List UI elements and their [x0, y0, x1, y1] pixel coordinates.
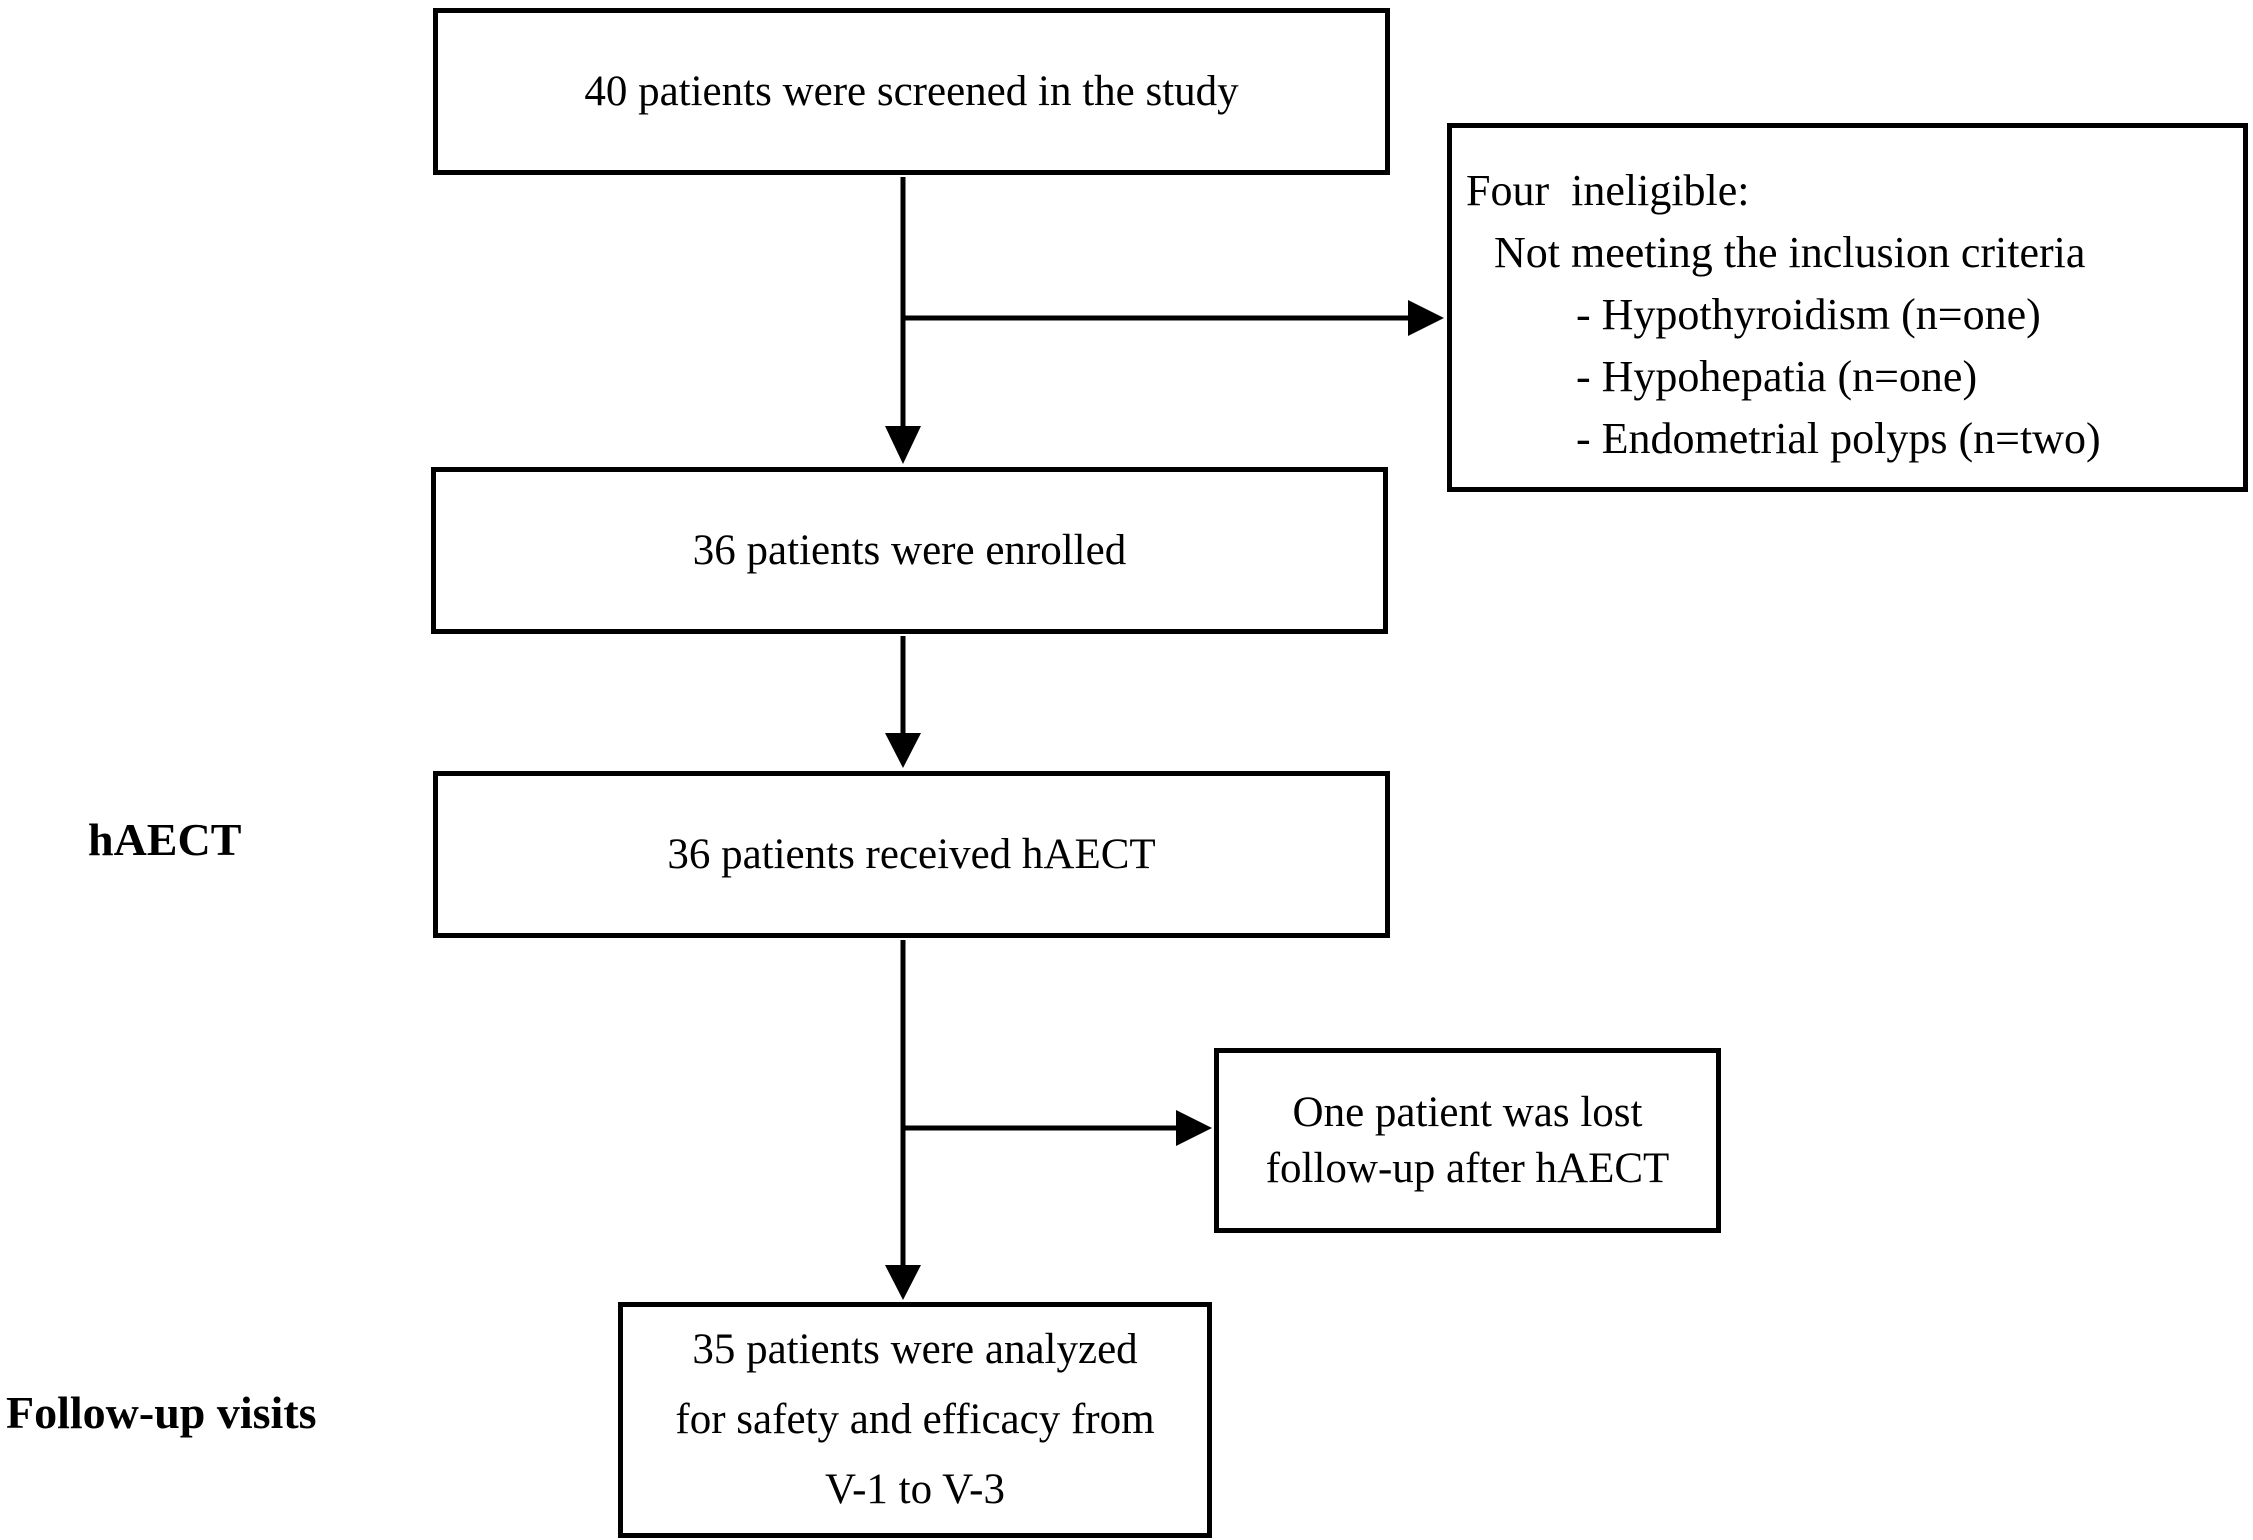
box-lost-followup-line2: follow-up after hAECT: [1265, 1144, 1670, 1192]
ineligible-item-endometrial-polyps: - Endometrial polyps (n=two): [1576, 414, 2101, 463]
box-received-haect-text: 36 patients received hAECT: [667, 830, 1156, 878]
arrow-screened-to-enrolled: [885, 177, 921, 464]
box-enrolled: 36 patients were enrolled: [431, 467, 1388, 634]
box-received-haect: 36 patients received hAECT: [433, 771, 1390, 938]
box-analyzed-line2: for safety and efficacy from: [675, 1396, 1155, 1443]
stage-label-haect: hAECT: [88, 814, 242, 865]
stage-label-followup-visits: Follow-up visits: [6, 1387, 317, 1438]
arrow-enrolled-to-received: [885, 636, 921, 768]
box-lost-followup: One patient was lost follow-up after hAE…: [1214, 1048, 1721, 1233]
box-analyzed-line1: 35 patients were analyzed: [692, 1326, 1138, 1373]
box-enrolled-text: 36 patients were enrolled: [692, 526, 1127, 574]
box-screened: 40 patients were screened in the study: [433, 8, 1390, 175]
ineligible-reason-header: Not meeting the inclusion criteria: [1494, 228, 2086, 277]
ineligible-item-hypothyroidism: - Hypothyroidism (n=one): [1576, 290, 2041, 339]
arrow-to-ineligible: [901, 300, 1444, 336]
arrow-received-to-analyzed: [885, 940, 921, 1300]
box-ineligible: Four ineligible: Not meeting the inclusi…: [1447, 123, 2248, 492]
ineligible-item-hypohepatia: - Hypohepatia (n=one): [1576, 352, 1978, 401]
ineligible-title: Four ineligible:: [1466, 166, 1750, 215]
arrow-to-lost: [901, 1110, 1212, 1146]
box-lost-followup-line1: One patient was lost: [1292, 1088, 1643, 1136]
box-screened-text: 40 patients were screened in the study: [584, 67, 1239, 115]
box-analyzed: 35 patients were analyzed for safety and…: [618, 1302, 1212, 1538]
box-analyzed-line3: V-1 to V-3: [824, 1466, 1006, 1513]
